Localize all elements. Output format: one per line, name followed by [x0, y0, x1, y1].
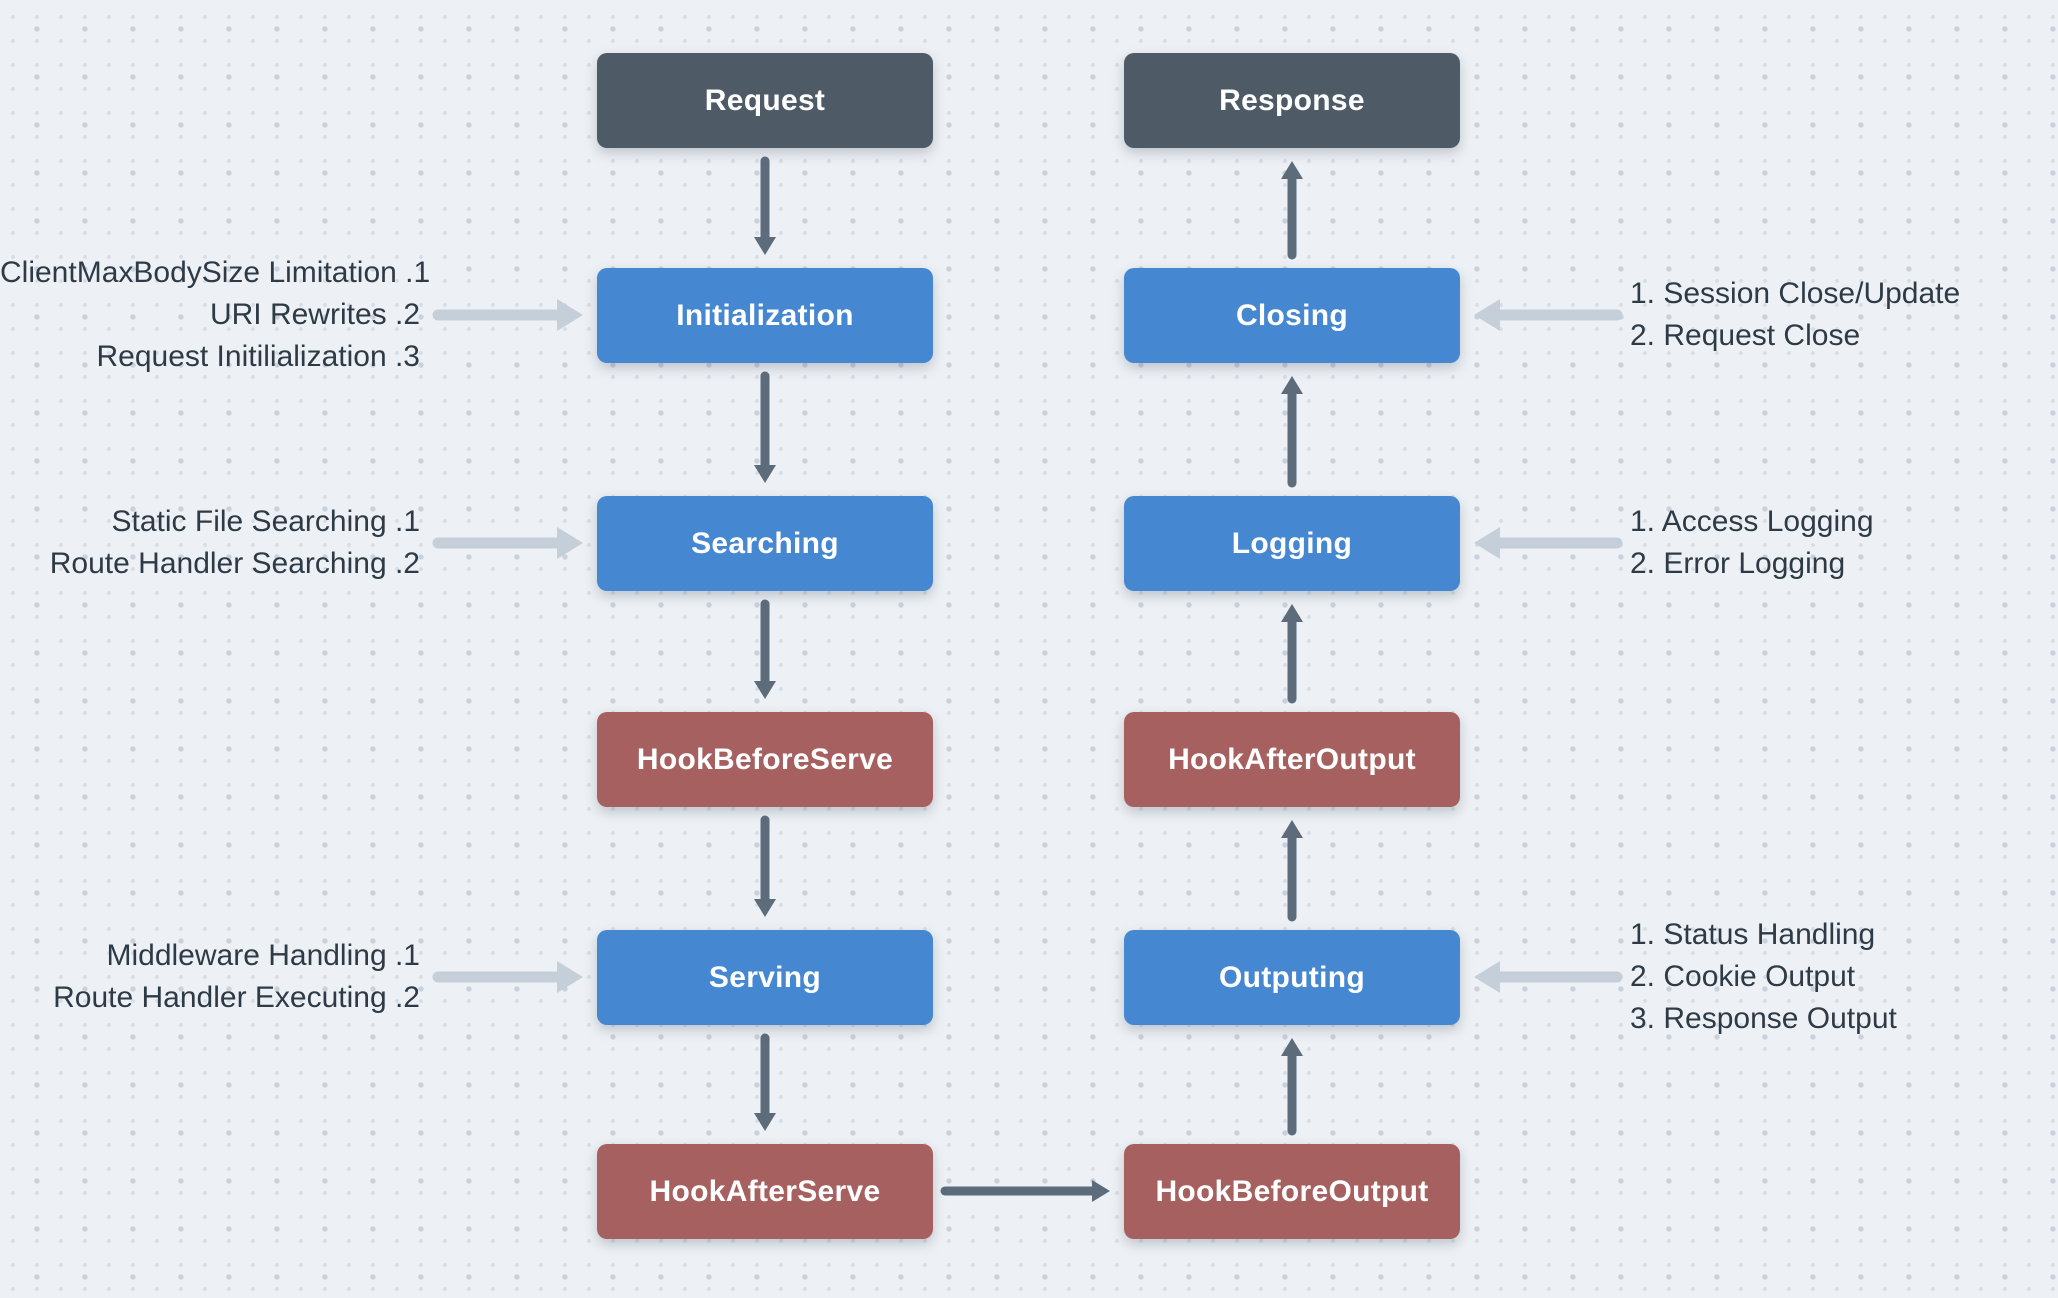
- flow-arrow-outputing-to-hookafteroutput: [1281, 820, 1303, 922]
- flow-arrow-hookbeforeserve-to-serving: [754, 815, 776, 917]
- annotation-arrow-initialization: [432, 299, 583, 331]
- annotation-arrow-outputing: [1474, 961, 1623, 993]
- flow-arrow-searching-to-hookbeforeserve: [754, 599, 776, 699]
- annotation-outputing: 1. Status Handling 2. Cookie Output 3. R…: [1630, 914, 1897, 1040]
- annotation-line: 1. Session Close/Update: [1630, 277, 1961, 310]
- node-serving: Serving: [597, 930, 933, 1025]
- annotation-arrow-serving: [432, 961, 583, 993]
- node-searching: Searching: [597, 496, 933, 591]
- annotation-line: URI Rewrites .2: [209, 298, 420, 331]
- annotation-line: Middleware Handling .1: [106, 939, 420, 972]
- annotation-searching: Static File Searching .1 Route Handler S…: [0, 501, 420, 585]
- annotation-line: ClientMaxBodySize Limitation .1: [0, 256, 431, 289]
- annotation-line: Route Handler Searching .2: [49, 547, 420, 580]
- flow-arrow-serving-to-hookafterserve: [754, 1033, 776, 1131]
- flow-arrow-logging-to-closing: [1281, 376, 1303, 488]
- annotation-line: 3. Response Output: [1630, 1002, 1897, 1035]
- flow-arrow-initialization-to-searching: [754, 371, 776, 483]
- annotation-line: Request Initilialization .3: [96, 340, 420, 373]
- annotation-closing: 1. Session Close/Update 2. Request Close: [1630, 273, 1960, 357]
- flow-arrow-request-to-initialization: [754, 156, 776, 255]
- node-hook-after-serve: HookAfterServe: [597, 1144, 933, 1239]
- node-initialization: Initialization: [597, 268, 933, 363]
- annotation-line: 2. Request Close: [1630, 319, 1861, 352]
- node-hook-before-output: HookBeforeOutput: [1124, 1144, 1460, 1239]
- flow-arrow-closing-to-response: [1281, 161, 1303, 260]
- annotation-initialization: ClientMaxBodySize Limitation .1 URI Rewr…: [0, 252, 431, 378]
- node-logging: Logging: [1124, 496, 1460, 591]
- annotation-line: 2. Error Logging: [1630, 547, 1846, 580]
- flow-arrow-hookbeforeoutput-to-outputing: [1281, 1038, 1303, 1136]
- node-request: Request: [597, 53, 933, 148]
- annotation-arrow-searching: [432, 527, 583, 559]
- flow-arrow-hookafteroutput-to-logging: [1281, 604, 1303, 704]
- node-closing: Closing: [1124, 268, 1460, 363]
- annotation-arrow-logging: [1474, 527, 1623, 559]
- node-hook-after-output: HookAfterOutput: [1124, 712, 1460, 807]
- annotation-serving: Middleware Handling .1 Route Handler Exe…: [0, 935, 420, 1019]
- node-outputing: Outputing: [1124, 930, 1460, 1025]
- node-hook-before-serve: HookBeforeServe: [597, 712, 933, 807]
- flow-arrow-hookafterserve-to-hookbeforeoutput: [940, 1180, 1110, 1202]
- annotation-line: 1. Status Handling: [1630, 918, 1876, 951]
- annotation-line: 1. Access Logging: [1630, 505, 1874, 538]
- annotation-line: Route Handler Executing .2: [53, 981, 420, 1014]
- annotation-logging: 1. Access Logging 2. Error Logging: [1630, 501, 1874, 585]
- annotation-line: 2. Cookie Output: [1630, 960, 1856, 993]
- annotation-arrow-closing: [1474, 299, 1623, 331]
- annotation-line: Static File Searching .1: [111, 505, 420, 538]
- node-response: Response: [1124, 53, 1460, 148]
